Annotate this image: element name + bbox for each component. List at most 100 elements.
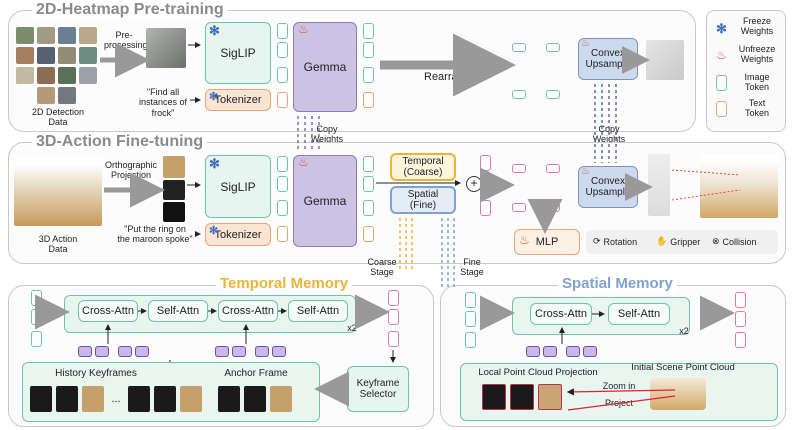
image-token xyxy=(277,176,288,192)
memory-token xyxy=(255,346,269,357)
siglip-box-pretrain: SigLIP xyxy=(205,22,271,84)
local-projection-image xyxy=(482,384,506,410)
rotation-head: ⟳Rotation xyxy=(593,236,638,247)
image-token xyxy=(363,200,374,216)
image-token xyxy=(277,156,288,172)
legend-text-token: Text Token xyxy=(744,98,770,119)
grid-token xyxy=(546,90,560,99)
text-token xyxy=(277,92,288,108)
collision-head: ⊗Collision xyxy=(712,236,757,247)
spatial-memory-title: Spatial Memory xyxy=(558,275,677,292)
repeat-label: x2 xyxy=(679,326,689,336)
pink-token xyxy=(735,292,746,308)
unfreeze-weights-icon: ♨ xyxy=(716,48,727,62)
collision-icon: ⊗ xyxy=(712,236,720,246)
unfreeze-icon: ♨ xyxy=(298,22,309,36)
tokenizer-box-finetune: Tokenizer xyxy=(205,223,271,246)
memory-token xyxy=(566,346,580,357)
repeat-label: x2 xyxy=(347,323,357,333)
legend-freeze: Freeze Weights xyxy=(740,16,774,37)
image-token xyxy=(277,42,288,58)
legend-unfreeze: Unfreeze Weights xyxy=(738,44,776,65)
ortho-view-3 xyxy=(163,202,185,222)
heads-bar xyxy=(586,230,778,254)
memory-token xyxy=(543,346,557,357)
robot-scene xyxy=(14,158,102,226)
image-token xyxy=(363,23,374,39)
memory-token xyxy=(135,346,149,357)
image-token xyxy=(277,200,288,216)
temporal-coarse-box: Temporal (Coarse) xyxy=(390,153,456,181)
history-frame xyxy=(180,386,202,412)
unfreeze-icon: ♨ xyxy=(298,155,309,169)
memory-token xyxy=(215,346,229,357)
text-token xyxy=(363,226,374,242)
history-ellipsis: ... xyxy=(111,393,121,405)
history-frame xyxy=(56,386,78,412)
spatial-fine-box: Spatial (Fine) xyxy=(390,186,456,214)
cross-attn-block: Cross-Attn xyxy=(218,300,278,322)
anchor-frame xyxy=(244,386,266,412)
text-token xyxy=(363,92,374,108)
history-frame xyxy=(82,386,104,412)
freeze-icon: ✻ xyxy=(209,23,220,38)
image-token xyxy=(363,67,374,83)
self-attn-block: Self-Attn xyxy=(608,303,670,325)
zoom-in-label: Zoom in xyxy=(602,381,636,391)
pink-token xyxy=(735,332,746,348)
grid-token xyxy=(512,203,526,212)
temporal-memory-title: Temporal Memory xyxy=(216,275,353,292)
scene-point-cloud xyxy=(650,378,706,410)
cross-attn-block: Cross-Attn xyxy=(78,300,138,322)
image-token xyxy=(465,292,476,308)
preprocessed-image xyxy=(146,28,186,68)
anchor-frame-label: Anchor Frame xyxy=(224,368,288,379)
pretrain-title: 2D-Heatmap Pre-training xyxy=(32,1,228,19)
image-token xyxy=(363,42,374,58)
memory-token xyxy=(78,346,92,357)
pink-token xyxy=(388,331,399,347)
local-projection-image xyxy=(538,384,562,410)
rotation-icon: ⟳ xyxy=(593,236,601,246)
target-scene xyxy=(700,154,778,218)
ortho-view-1 xyxy=(163,156,185,178)
memory-token xyxy=(118,346,132,357)
self-attn-block: Self-Attn xyxy=(148,300,208,322)
tokenizer-box-pretrain: Tokenizer xyxy=(205,89,271,111)
memory-token xyxy=(526,346,540,357)
unfreeze-icon: ♨ xyxy=(519,233,530,247)
freeze-icon: ✻ xyxy=(209,156,220,171)
image-token xyxy=(465,332,476,348)
image-token xyxy=(363,156,374,172)
grid-token xyxy=(546,164,560,173)
memory-token xyxy=(272,346,286,357)
text-token-legend-icon xyxy=(716,101,727,117)
pretrain-prompt: "Find all instances of frock" xyxy=(138,87,188,118)
text-token xyxy=(277,226,288,242)
freeze-icon: ✻ xyxy=(209,225,219,237)
finetune-title: 3D-Action Fine-tuning xyxy=(32,133,208,151)
history-frame xyxy=(154,386,176,412)
siglip-box-finetune: SigLIP xyxy=(205,155,271,218)
anchor-frame xyxy=(218,386,240,412)
action-data-label: 3D Action Data xyxy=(38,234,78,255)
image-token xyxy=(277,23,288,39)
detection-data-grid xyxy=(16,27,98,105)
local-projection-label: Local Point Cloud Projection xyxy=(478,367,598,378)
grid-token xyxy=(546,43,560,52)
freeze-icon: ✻ xyxy=(209,91,219,103)
history-frame xyxy=(128,386,150,412)
legend-image-token: Image Token xyxy=(744,72,770,93)
memory-token xyxy=(232,346,246,357)
image-token xyxy=(277,67,288,83)
heatmap-output xyxy=(646,40,684,80)
image-token xyxy=(465,311,476,327)
local-projection-image xyxy=(510,384,534,410)
history-keyframes-label: History Keyframes xyxy=(55,368,137,379)
pink-token xyxy=(735,311,746,327)
self-attn-block: Self-Attn xyxy=(288,300,348,322)
anchor-frame xyxy=(270,386,292,412)
detection-data-label: 2D Detection Data xyxy=(31,107,85,128)
ortho-view-2 xyxy=(163,180,185,200)
